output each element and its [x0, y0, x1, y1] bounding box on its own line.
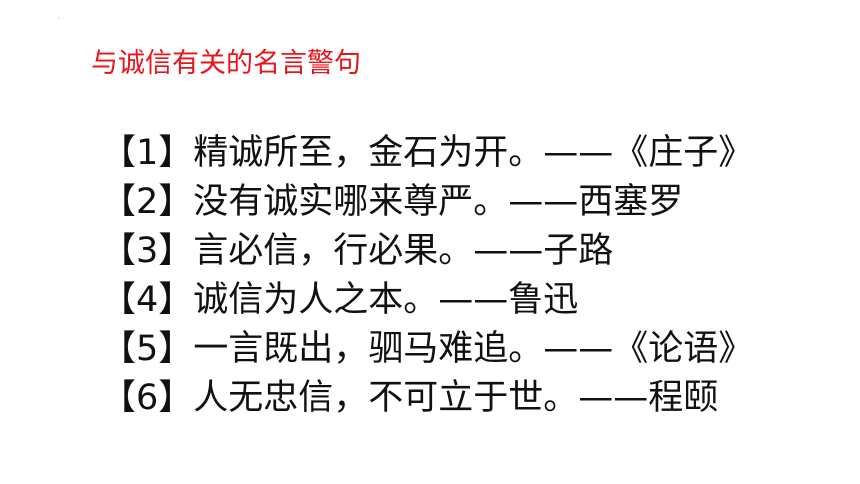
quote-list: 【1】精诚所至，金石为开。——《庄子》 【2】没有诚实哪来尊严。——西塞罗 【3…: [101, 129, 753, 423]
quote-item-4: 【4】诚信为人之本。——鲁迅: [101, 280, 579, 320]
quote-item-5: 【5】一言既出，驷马难追。——《论语》: [101, 329, 754, 369]
quote-item-2: 【2】没有诚实哪来尊严。——西塞罗: [101, 182, 684, 222]
corner-mark: ·: [58, 14, 61, 23]
quote-item-1: 【1】精诚所至，金石为开。——《庄子》: [101, 133, 754, 173]
quote-item-3: 【3】言必信，行必果。——子路: [101, 231, 614, 271]
quote-item-6: 【6】人无忠信，不可立于世。——程颐: [101, 378, 719, 418]
slide-title: 与诚信有关的名言警句: [91, 48, 361, 79]
